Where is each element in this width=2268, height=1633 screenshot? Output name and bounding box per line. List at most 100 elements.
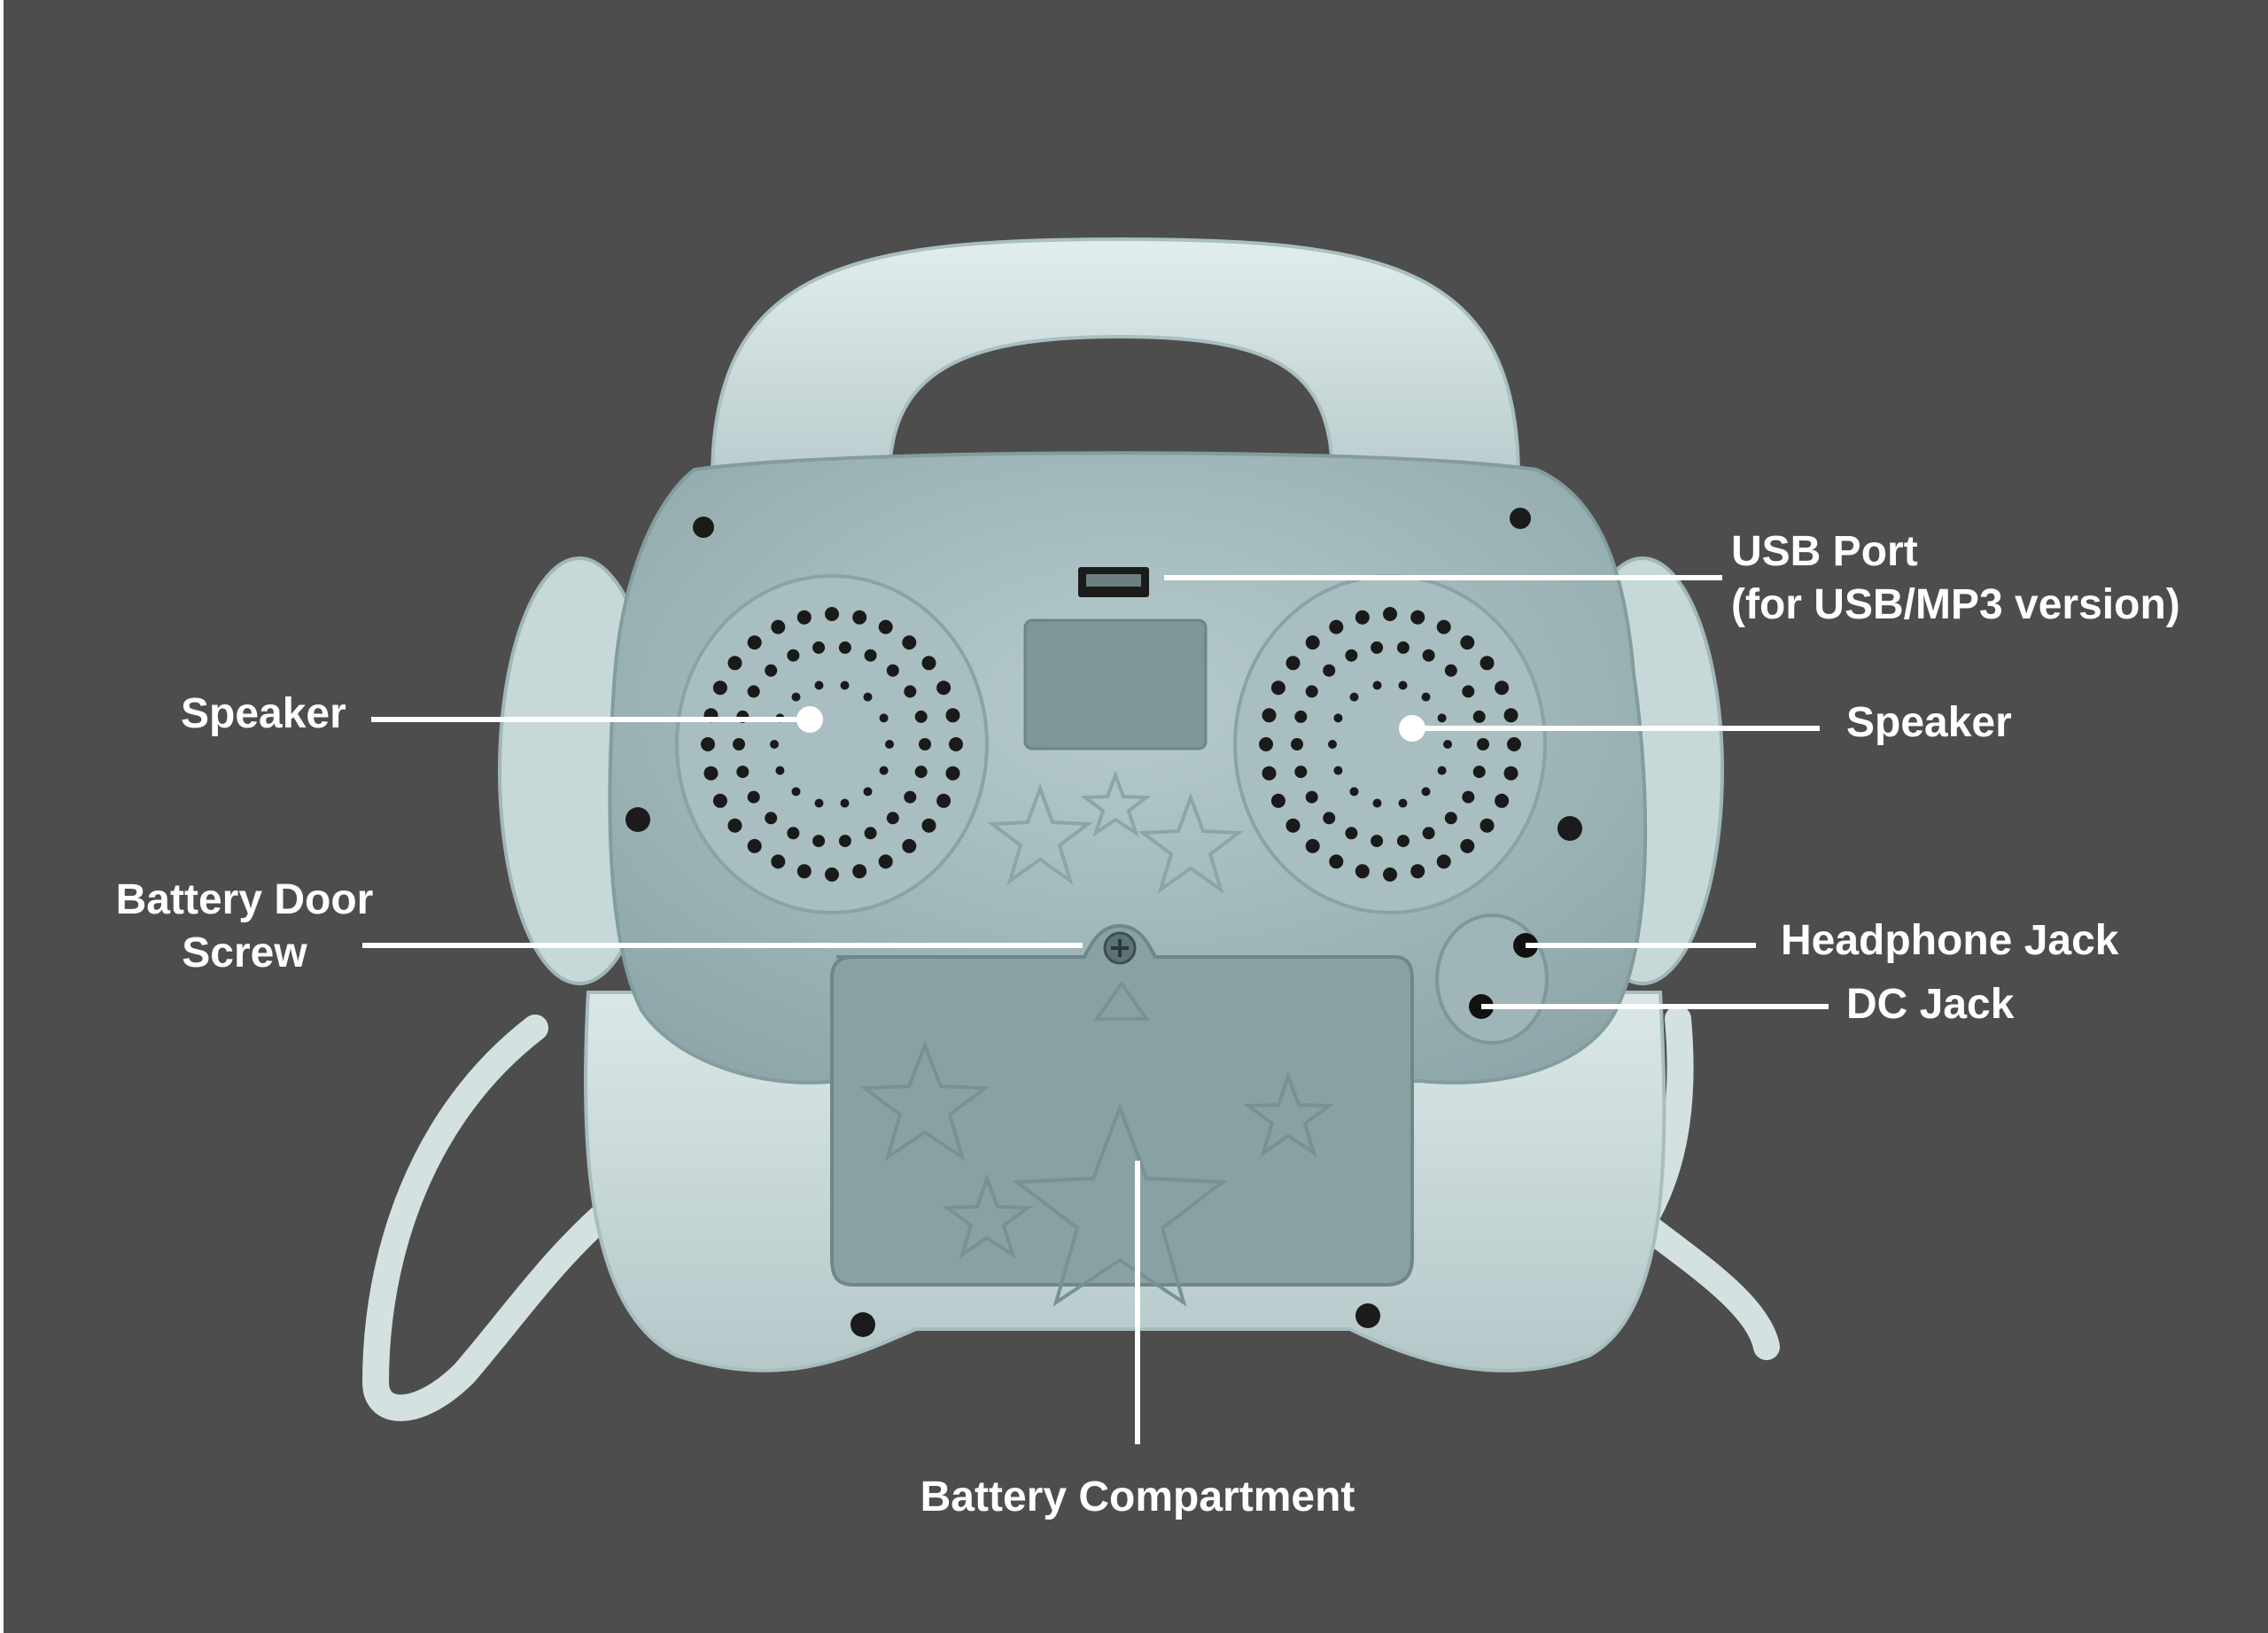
speaker-hole — [747, 685, 760, 698]
speaker-holes-left — [701, 607, 963, 882]
speaker-hole — [791, 787, 801, 797]
speaker-hole — [1323, 812, 1336, 825]
speaker-hole — [1329, 619, 1344, 634]
speaker-hole — [1472, 710, 1486, 723]
speaker-hole — [879, 766, 889, 775]
speaker-hole — [765, 664, 778, 677]
speaker-hole — [1462, 790, 1475, 804]
speaker-hole — [904, 685, 917, 698]
speaker-hole — [864, 827, 877, 840]
speaker-hole — [1305, 838, 1320, 853]
speaker-hole — [727, 818, 742, 833]
label-dc-jack: DC Jack — [1846, 981, 2015, 1028]
speaker-hole — [814, 680, 824, 690]
battery-door — [830, 923, 1414, 1307]
speaker-hole — [1323, 664, 1336, 677]
speaker-hole — [736, 766, 750, 779]
speaker-hole — [1398, 680, 1408, 690]
label-usb-port-line1: USB Port — [1731, 528, 1918, 575]
speaker-hole — [814, 798, 824, 808]
speaker-hole — [1305, 685, 1318, 698]
speaker-hole — [791, 692, 801, 702]
speaker-hole — [1305, 635, 1320, 650]
microphone-cord-left — [361, 1015, 628, 1421]
speaker-hole — [840, 680, 850, 690]
speaker-hole — [1437, 713, 1447, 723]
speaker-hole — [712, 793, 727, 808]
speaker-hole — [863, 692, 873, 702]
speaker-grille-right — [1233, 574, 1547, 914]
speaker-hole — [1329, 854, 1344, 869]
speaker-hole — [1270, 793, 1285, 808]
speaker-hole — [1495, 680, 1510, 696]
speaker-hole — [838, 641, 851, 654]
speaker-hole — [921, 656, 936, 671]
speaker-hole — [864, 649, 877, 662]
speaker-hole — [747, 838, 762, 853]
speaker-hole — [1262, 708, 1277, 723]
decorative-stars-center — [987, 770, 1244, 894]
diagram-canvas: USB Port (for USB/MP3 version) Speaker S… — [4, 0, 2268, 1633]
speaker-hole — [879, 713, 889, 723]
speaker-hole — [701, 737, 715, 751]
speaker-hole — [796, 864, 812, 879]
speaker-hole — [787, 827, 800, 840]
speaker-hole — [1507, 737, 1521, 751]
speaker-hole — [1333, 766, 1343, 775]
label-speaker-left: Speaker — [181, 690, 346, 737]
speaker-hole — [1285, 818, 1301, 833]
speaker-hole — [1421, 787, 1431, 797]
speaker-hole — [1345, 649, 1358, 662]
label-battery-door-screw-line1: Battery Door — [115, 876, 374, 923]
speaker-hole — [1294, 766, 1308, 779]
speaker-hole — [838, 835, 851, 848]
speaker-hole — [765, 812, 778, 825]
speaker-hole — [1495, 793, 1510, 808]
speaker-hole — [825, 607, 839, 621]
speaker-hole — [1270, 680, 1285, 696]
speaker-hole — [914, 766, 928, 779]
karaoke-player-illustration — [361, 237, 1829, 1444]
label-battery-compartment: Battery Compartment — [920, 1474, 1355, 1520]
speaker-hole — [1349, 787, 1359, 797]
speaker-hole — [886, 812, 899, 825]
speaker-hole — [747, 790, 760, 804]
speaker-hole — [1371, 641, 1384, 654]
speaker-hole — [775, 766, 785, 775]
speaker-hole — [1437, 766, 1447, 775]
speaker-hole — [885, 740, 894, 749]
speaker-hole — [949, 737, 963, 751]
speaker-hole — [1262, 766, 1277, 781]
speaker-hole — [1460, 838, 1475, 853]
speaker-hole — [1444, 812, 1457, 825]
speaker-hole — [703, 766, 718, 781]
speaker-hole — [733, 738, 745, 750]
speaker-hole — [936, 680, 951, 696]
speaker-hole — [902, 635, 917, 650]
speaker-hole — [812, 641, 826, 654]
speaker-hole — [1372, 798, 1382, 808]
display-window — [1023, 618, 1208, 750]
speaker-hole — [1291, 738, 1303, 750]
speaker-hole — [1383, 607, 1397, 621]
speaker-hole — [770, 740, 779, 749]
carry-handle — [710, 237, 1521, 480]
speaker-hole — [1480, 656, 1495, 671]
speaker-hole — [787, 649, 800, 662]
speaker-hole — [886, 664, 899, 677]
speaker-hole — [1480, 818, 1495, 833]
speaker-hole — [1349, 692, 1359, 702]
speaker-hole — [1444, 664, 1457, 677]
speaker-hole — [1333, 713, 1343, 723]
speaker-hole — [796, 610, 812, 625]
speaker-hole — [914, 710, 928, 723]
speaker-hole — [878, 619, 893, 634]
speaker-hole — [1372, 680, 1382, 690]
speaker-hole — [1371, 835, 1384, 848]
speaker-hole — [1477, 738, 1489, 750]
speaker-hole — [727, 656, 742, 671]
speaker-hole — [1503, 766, 1518, 781]
leader-lines — [362, 575, 1829, 1444]
speaker-hole — [1436, 619, 1451, 634]
usb-port — [1078, 567, 1149, 597]
